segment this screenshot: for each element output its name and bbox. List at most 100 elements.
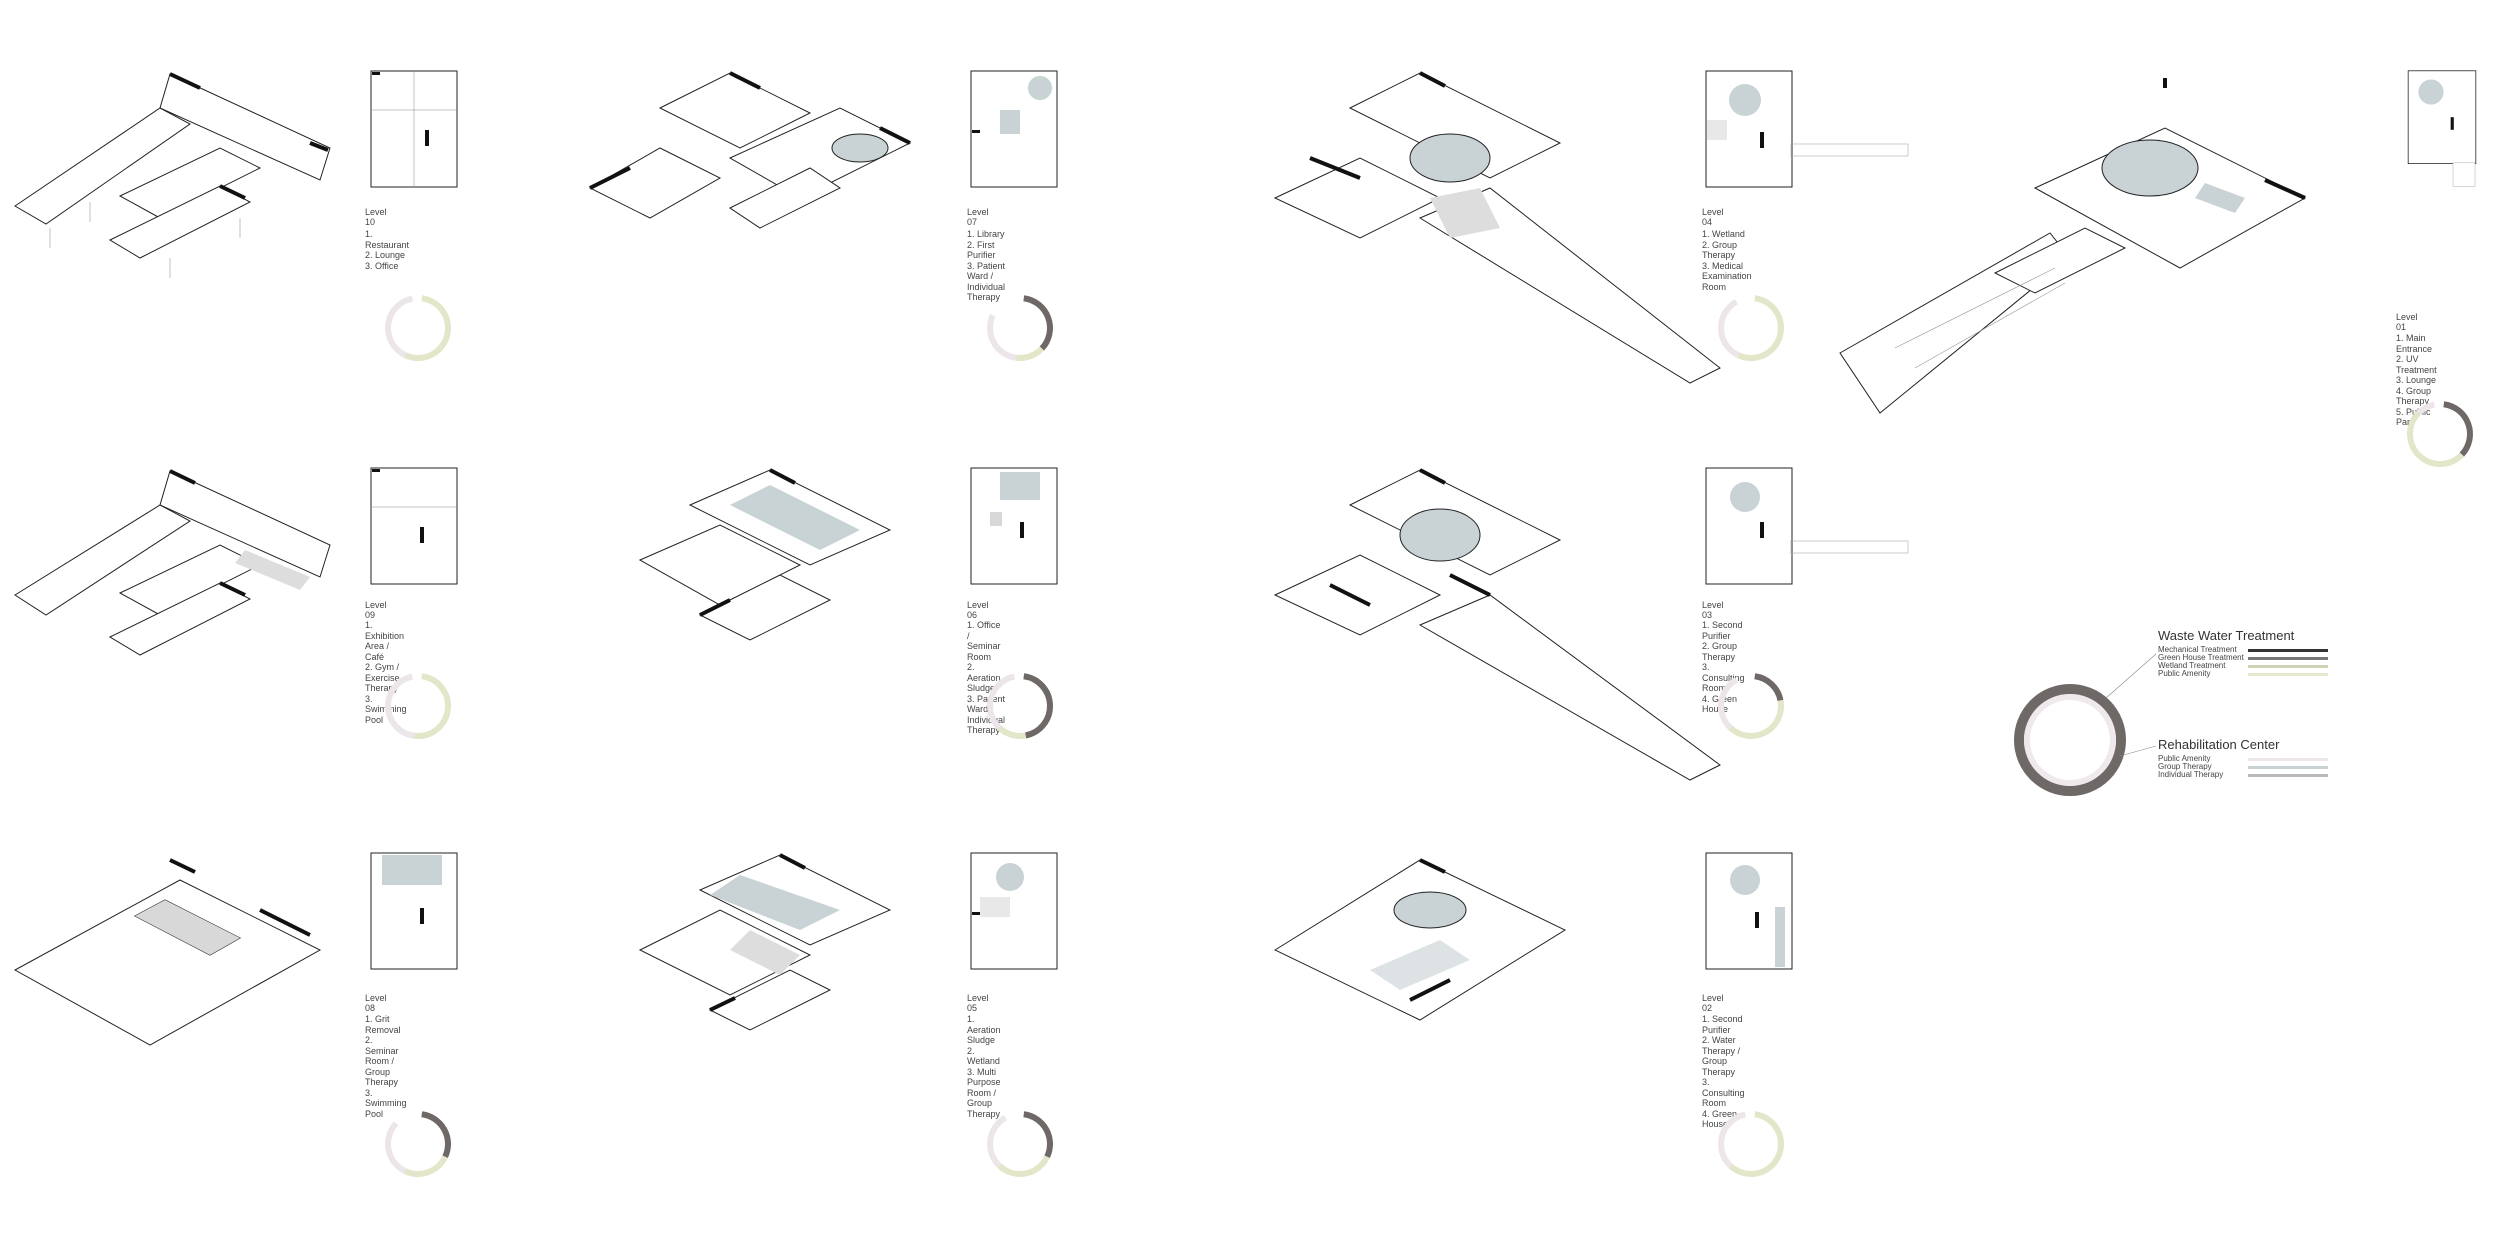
program-ring-chart <box>385 673 451 739</box>
ring-segment-light <box>997 725 1027 739</box>
legend-item: Wetland Treatment <box>2158 661 2226 670</box>
floor-plan <box>370 467 458 585</box>
axonometric-drawing <box>588 71 912 229</box>
program-list: 1. Library 2. First Purifier 3. Patient … <box>967 229 1005 303</box>
level-title: Level 06 <box>967 600 989 620</box>
legend-item: Public Amenity <box>2158 669 2211 678</box>
program-ring-chart <box>987 673 1053 739</box>
program-item: 3. Patient Ward / Individual Therapy <box>967 260 1006 303</box>
legend-item: Group Therapy <box>2158 762 2212 771</box>
ring-segment-light <box>403 1155 448 1177</box>
program-ring-chart <box>987 295 1053 361</box>
level-title: Level 09 <box>365 600 387 620</box>
legend-swatch-lavender <box>2248 758 2328 761</box>
program-item: 2. Water Therapy / Group Therapy <box>1702 1035 1741 1077</box>
axonometric-drawing <box>638 468 892 641</box>
program-item: 4. Green House <box>1702 1108 1738 1130</box>
program-list: 1. Office / Seminar Room 2. Aeration Slu… <box>967 620 1005 736</box>
level-title: Level 07 <box>967 207 989 227</box>
program-item: 2. Group Therapy <box>1702 641 1738 662</box>
program-item: 2. Seminar Room / Group Therapy <box>365 1035 399 1087</box>
program-item: 2. Group Therapy <box>1702 239 1738 261</box>
level-title: Level 05 <box>967 993 989 1013</box>
program-list: 1. Second Purifier 2. Water Therapy / Gr… <box>1702 1014 1745 1130</box>
program-item: 2. First Purifier <box>967 239 996 261</box>
ring-segment-dark <box>1023 1111 1053 1159</box>
axonometric-drawing <box>1839 78 2307 414</box>
plan-extension-line <box>1790 143 1909 157</box>
ring-segment-lavender <box>385 295 414 358</box>
floor-plan <box>370 852 458 970</box>
ring-segment-light <box>1728 699 1784 739</box>
program-item: 1. Main Entrance <box>2396 333 2433 354</box>
ring-segment-lavender <box>987 1115 1008 1169</box>
legend-swatch-light <box>2248 665 2328 668</box>
program-item: 3. Consulting Room <box>1702 662 1745 693</box>
ring-segment-dark <box>1023 295 1053 351</box>
legend-item: Public Amenity <box>2158 754 2211 763</box>
ring-segment-lavender <box>2415 401 2436 416</box>
program-item: 2. Gym / Exercise Therapy <box>365 662 400 693</box>
floor-plan <box>970 467 1058 585</box>
level-title: Level 03 <box>1702 600 1724 620</box>
ring-segment-light <box>2407 411 2465 467</box>
legend-item: Individual Therapy <box>2158 770 2224 779</box>
program-item: 2. UV Treatment <box>2396 354 2437 375</box>
level-title: Level 02 <box>1702 993 1724 1013</box>
program-list: 1. Restaurant 2. Lounge 3. Office <box>365 229 409 271</box>
floor-plan <box>970 852 1058 970</box>
ring-segment-light <box>997 1155 1050 1177</box>
program-item: 1. Second Purifier <box>1702 620 1743 641</box>
floor-plan <box>970 70 1058 188</box>
ring-segment-dark <box>1754 673 1784 702</box>
program-item: 1. Library <box>967 229 1005 239</box>
legend-swatch-grey <box>2248 774 2328 777</box>
program-ring-chart <box>1718 673 1784 739</box>
ring-segment-light <box>1015 346 1045 361</box>
floor-plan <box>1705 467 1793 585</box>
legend-item: Green House Treatment <box>2158 653 2244 662</box>
program-item: 3. Medical Examination Room <box>1702 260 1752 292</box>
program-item: 1. Second Purifier <box>1702 1014 1743 1035</box>
level-title: Level 08 <box>365 993 387 1013</box>
program-ring-chart <box>385 295 451 361</box>
level-title: Level 10 <box>365 207 387 227</box>
legend-swatch-mid <box>2248 657 2328 660</box>
program-ring-chart <box>1718 1111 1784 1177</box>
ring-segment-lavender <box>1718 677 1739 731</box>
floor-plan <box>1705 70 1793 188</box>
ring-segment-light <box>1728 1111 1784 1177</box>
ring-segment-dark <box>2443 401 2473 457</box>
program-ring-chart <box>2407 401 2473 467</box>
program-list: 1. Grit Removal 2. Seminar Room / Group … <box>365 1014 407 1119</box>
legend-swatch-blue <box>2248 766 2328 769</box>
ring-segment-lavender <box>1718 1111 1747 1169</box>
legend-ring <box>2014 684 2126 796</box>
ring-segment-light <box>413 673 451 739</box>
legend-waste-title: Waste Water Treatment <box>2158 628 2295 643</box>
legend-item: Mechanical Treatment <box>2158 645 2237 654</box>
program-item: 3. Consulting Room <box>1702 1077 1745 1108</box>
program-item: 1. Grit Removal <box>365 1014 401 1035</box>
program-item: 1. Aeration Sludge <box>967 1014 1001 1045</box>
program-item: 3. Swimming Pool <box>365 1087 407 1119</box>
ring-segment-light <box>1736 295 1784 361</box>
floor-plan <box>2407 70 2477 187</box>
ring-segment-lavender <box>987 313 1017 361</box>
program-item: 1. Office / Seminar Room <box>967 620 1001 662</box>
program-ring-chart <box>987 1111 1053 1177</box>
floor-plan <box>370 70 458 188</box>
program-item: 4. Group Therapy <box>2396 385 2432 407</box>
axonometric-drawing <box>14 72 331 278</box>
program-item: 1. Exhibition Area / Café <box>365 620 405 662</box>
ring-segment-lavender <box>385 1121 407 1174</box>
axonometric-drawing <box>1273 858 1567 1021</box>
program-item: 2. Aeration Sludge <box>967 662 1001 693</box>
axonometric-drawing <box>1273 468 1721 781</box>
axonometric-drawing <box>13 858 322 1046</box>
program-ring-chart <box>385 1111 451 1177</box>
plan-extension-line <box>1790 540 1909 554</box>
program-list: 1. Aeration Sludge 2. Wetland 3. Multi P… <box>967 1014 1001 1119</box>
level-title: Level 01 <box>2396 312 2418 332</box>
axonometric-drawing <box>14 469 331 656</box>
